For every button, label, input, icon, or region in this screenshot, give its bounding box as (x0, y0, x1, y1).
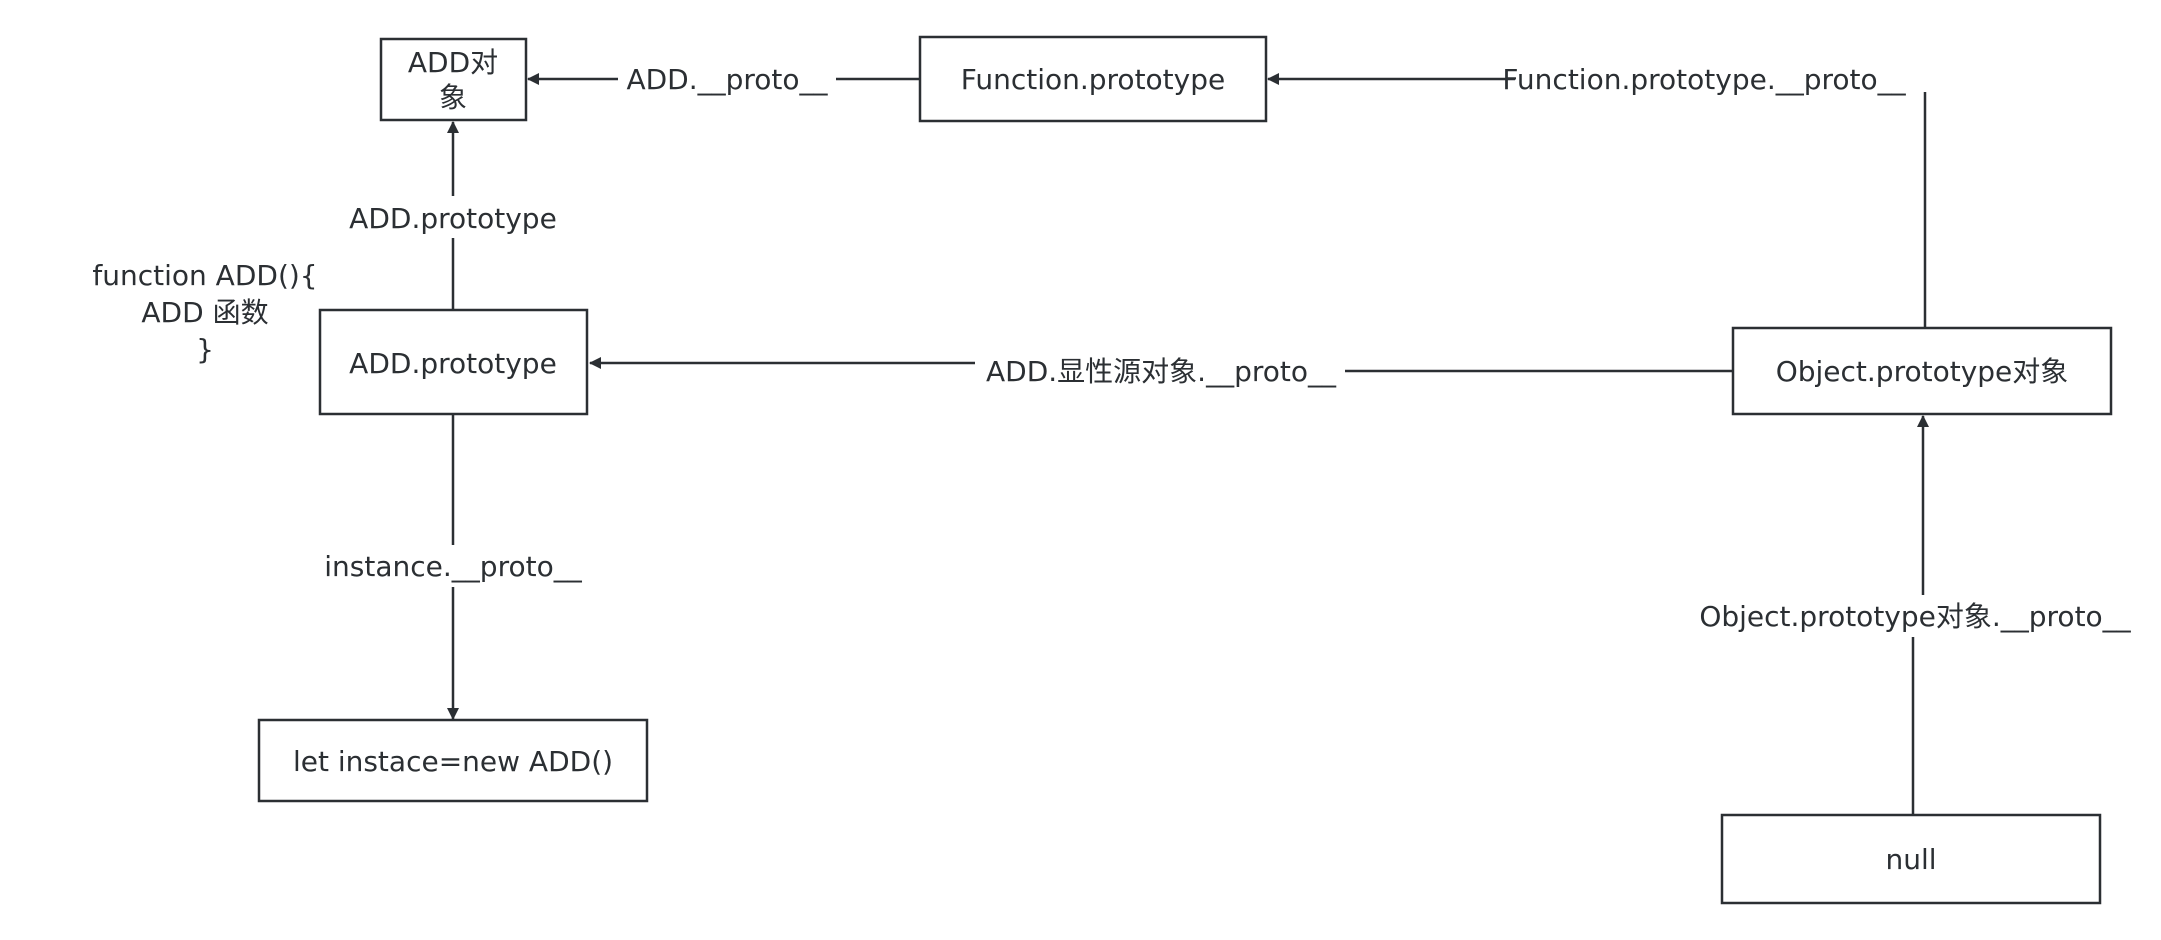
edge-add-prototype: ADD.prototype (349, 121, 557, 310)
node-function-prototype: Function.prototype (918, 35, 1268, 123)
node-add-object-line-2: 象 (439, 81, 467, 114)
function-add-note: function ADD(){ ADD 函数 } (92, 259, 317, 366)
edge-instance-proto: instance.__proto__ (324, 414, 583, 720)
edge-label-object-prototype-proto: Object.prototype对象.__proto__ (1699, 600, 2131, 633)
node-null: null (1720, 813, 2102, 905)
edge-label-add-explicit-proto: ADD.显性源对象.__proto__ (986, 355, 1337, 388)
node-object-prototype: Object.prototype对象 (1731, 326, 2113, 416)
node-add-prototype: ADD.prototype (318, 308, 589, 416)
node-add-object: ADD对 象 (379, 37, 528, 122)
note-line-3: } (196, 333, 214, 366)
edge-object-prototype-proto: Object.prototype对象.__proto__ (1699, 415, 2132, 814)
node-object-prototype-label: Object.prototype对象 (1776, 355, 2069, 388)
node-instance: let instace=new ADD() (257, 718, 649, 803)
edge-function-prototype-proto: Function.prototype.__proto__ (1267, 63, 1927, 328)
node-add-object-line-1: ADD对 (408, 46, 498, 79)
edge-add-proto: ADD.__proto__ (527, 63, 920, 96)
edge-label-instance-proto: instance.__proto__ (324, 550, 582, 583)
edge-label-function-prototype-proto: Function.prototype.__proto__ (1502, 63, 1906, 96)
edge-add-explicit-proto: ADD.显性源对象.__proto__ (589, 355, 1733, 388)
node-function-prototype-label: Function.prototype (961, 63, 1225, 96)
node-add-prototype-label: ADD.prototype (349, 347, 557, 380)
edge-label-add-prototype: ADD.prototype (349, 202, 557, 235)
node-instance-label: let instace=new ADD() (293, 745, 613, 778)
edge-label-add-proto: ADD.__proto__ (626, 63, 828, 96)
note-line-2: ADD 函数 (141, 296, 268, 329)
note-line-1: function ADD(){ (92, 259, 317, 292)
node-null-label: null (1885, 843, 1936, 876)
